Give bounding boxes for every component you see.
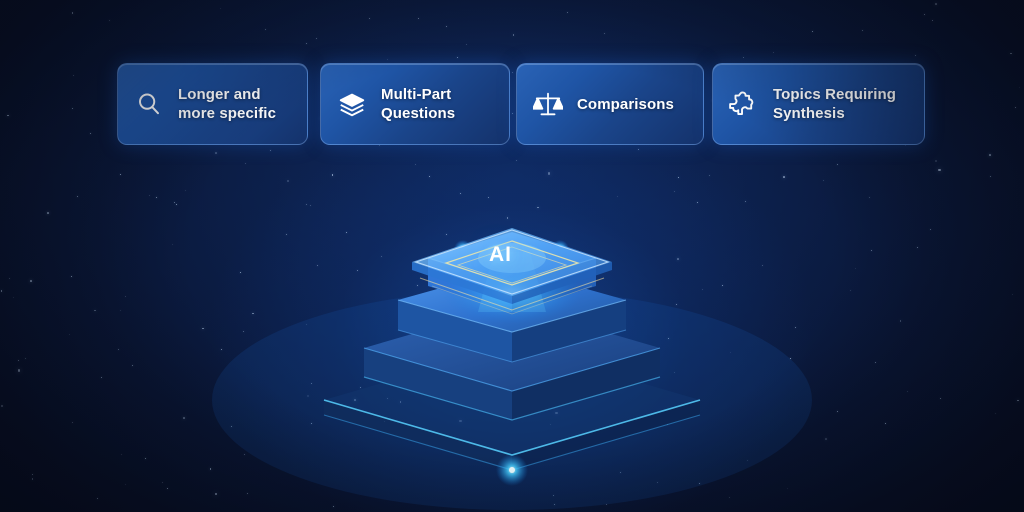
feature-card-label: Multi-Part Questions xyxy=(381,86,456,122)
feature-card-label: Topics Requiring Synthesis xyxy=(773,86,896,122)
layers-icon xyxy=(337,89,367,119)
feature-card-topics-requiring-synthesis[interactable]: Topics Requiring Synthesis xyxy=(712,63,925,145)
feature-card-comparisons[interactable]: Comparisons xyxy=(516,63,704,145)
feature-card-label: Comparisons xyxy=(577,95,674,113)
search-icon xyxy=(134,89,164,119)
scales-icon xyxy=(533,89,563,119)
feature-card-label: Longer and more specific xyxy=(178,86,277,122)
puzzle-icon xyxy=(729,89,759,119)
feature-card-longer-and-more-specific[interactable]: Longer and more specific xyxy=(117,63,308,145)
feature-card-multi-part-questions[interactable]: Multi-Part Questions xyxy=(320,63,510,145)
